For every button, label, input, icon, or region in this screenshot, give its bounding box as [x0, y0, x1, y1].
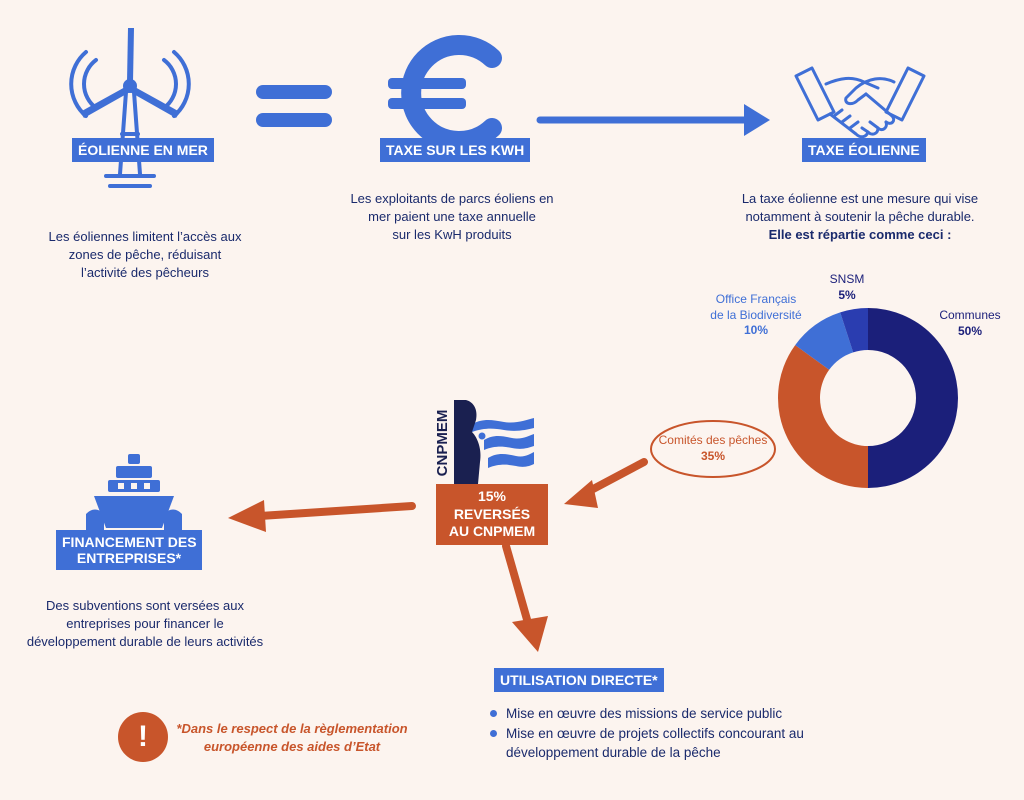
- list-item: Mise en œuvre des missions de service pu…: [490, 704, 850, 724]
- wind-turbine-icon: [69, 28, 191, 188]
- equals-sign: [256, 85, 332, 127]
- donut-slice-office-fran-ais-de-la-biodiversit-: [795, 312, 854, 370]
- cnpmem-label: 15% REVERSÉS AU CNPMEM: [436, 484, 548, 545]
- list-item-continuation: développement durable de la pêche: [506, 745, 721, 761]
- utilisation-label: UTILISATION DIRECTE*: [494, 668, 664, 693]
- taxe-kwh-description: Les exploitants de parcs éoliens en mer …: [350, 191, 554, 243]
- warning-icon: !: [118, 712, 168, 762]
- cnpmem-logo: CNPMEM: [434, 400, 534, 484]
- taxe-eolienne-label: TAXE ÉOLIENNE: [802, 138, 926, 163]
- distribution-donut-chart: [778, 308, 958, 488]
- donut-slice-snsm: [840, 308, 868, 353]
- financement-label: FINANCEMENT DES ENTREPRISES*: [56, 530, 202, 571]
- arrow-right: [536, 104, 770, 136]
- list-item: Mise en œuvre de projets collectifs conc…: [490, 724, 850, 744]
- slice-label-comites: Comités des pêches 35%: [658, 433, 768, 463]
- euro-icon: [388, 35, 502, 151]
- taxe-kwh-label: TAXE SUR LES KWH: [380, 138, 531, 163]
- financement-description: Des subventions sont versées aux entrepr…: [26, 598, 264, 650]
- handshake-icon: [794, 66, 926, 139]
- donut-slice-communes: [868, 308, 958, 488]
- arrow-comites-to-cnpmem: [564, 458, 648, 508]
- taxe-eolienne-description: La taxe éolienne est une mesure qui vise…: [741, 191, 979, 243]
- comites-ellipse: [650, 420, 776, 478]
- eolienne-label: ÉOLIENNE EN MER: [72, 138, 214, 163]
- eolienne-description: Les éoliennes limitent l’accès aux zones…: [48, 229, 242, 281]
- regulation-note: *Dans le respect de la règlementation eu…: [176, 721, 408, 754]
- cnpmem-logo-text: CNPMEM: [434, 410, 451, 477]
- slice-label-ofb: Office Français de la Biodiversité 10%: [710, 292, 802, 338]
- slice-label-snsm: SNSM 5%: [829, 272, 865, 302]
- slice-label-communes: Communes 50%: [939, 308, 1001, 338]
- ship-icon: [86, 454, 182, 534]
- utilisation-list: Mise en œuvre des missions de service pu…: [490, 704, 850, 763]
- arrow-to-utilisation: [502, 542, 548, 652]
- donut-slice-comit-s-des-p-ches: [778, 345, 868, 488]
- arrow-to-financement: [228, 500, 416, 532]
